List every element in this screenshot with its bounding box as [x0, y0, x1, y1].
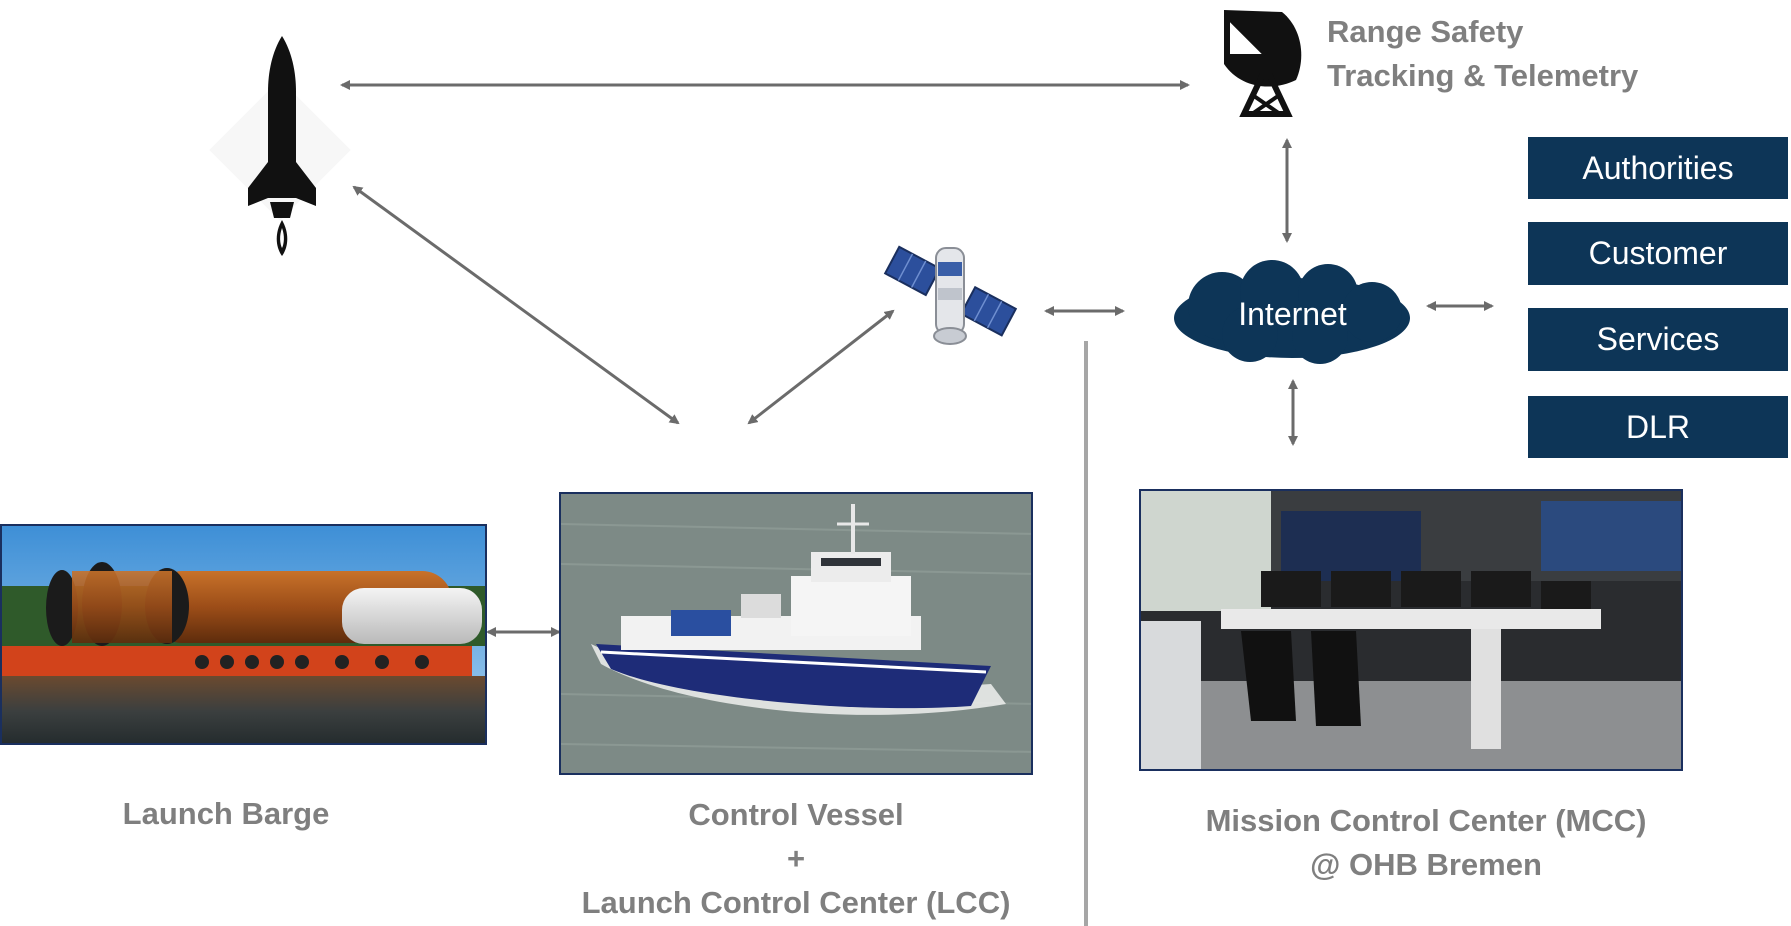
internet-label: Internet	[1238, 295, 1347, 332]
mcc-label: Mission Control Center (MCC) @ OHB Breme…	[1139, 799, 1713, 887]
rocket-icon	[209, 36, 351, 256]
mcc-image	[1141, 491, 1681, 769]
satellite	[880, 232, 1020, 352]
mcc-line1: Mission Control Center (MCC)	[1205, 803, 1647, 838]
tracking-antenna	[1210, 2, 1310, 118]
launch-barge-photo	[0, 524, 487, 745]
arrow-rocket-vessel	[352, 185, 680, 425]
control-vessel-photo	[559, 492, 1033, 775]
arrow-vessel-satellite	[747, 309, 895, 425]
rocket-area	[160, 30, 400, 270]
box-dlr: DLR	[1528, 396, 1788, 458]
satellite-dish-icon	[1223, 10, 1302, 117]
barge-image	[2, 526, 485, 743]
range-safety-line2: Tracking & Telemetry	[1327, 58, 1639, 93]
cloud-icon	[1174, 260, 1410, 364]
control-vessel-line2: +	[786, 841, 806, 876]
box-services: Services	[1528, 308, 1788, 371]
control-vessel-line3: Launch Control Center (LCC)	[581, 885, 1011, 920]
range-safety-label: Range Safety Tracking & Telemetry	[1327, 10, 1638, 98]
control-vessel-line1: Control Vessel	[688, 797, 904, 832]
vessel-image	[561, 494, 1031, 773]
satellite-icon	[883, 245, 1018, 345]
control-vessel-label: Control Vessel + Launch Control Center (…	[559, 793, 1033, 925]
box-customer: Customer	[1528, 222, 1788, 285]
launch-barge-label: Launch Barge	[122, 796, 330, 831]
mcc-photo	[1139, 489, 1683, 771]
mcc-line2: @ OHB Bremen	[1310, 847, 1542, 882]
internet-cloud: Internet	[1160, 258, 1425, 370]
range-safety-line1: Range Safety	[1327, 14, 1524, 49]
box-authorities: Authorities	[1528, 137, 1788, 199]
